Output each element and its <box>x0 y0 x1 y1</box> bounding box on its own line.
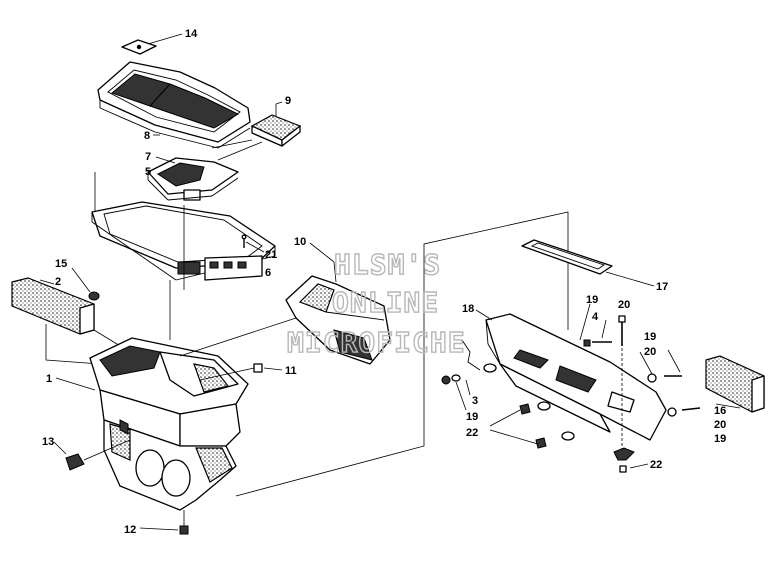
callout-15: 15 <box>55 258 67 270</box>
callout-3: 3 <box>472 395 478 407</box>
callout-17: 17 <box>656 281 668 293</box>
callout-19-a: 19 <box>586 294 598 306</box>
callout-20-c: 20 <box>714 419 726 431</box>
callout-5: 5 <box>145 166 151 178</box>
part-16-filter <box>705 355 765 413</box>
callout-21: 21 <box>265 249 277 261</box>
callout-7: 7 <box>145 151 151 163</box>
callout-6: 6 <box>265 267 271 279</box>
part-5-base-plate <box>91 172 276 281</box>
part-3-wire <box>461 339 497 396</box>
callout-11: 11 <box>285 365 297 377</box>
part-13-clamp <box>53 439 131 471</box>
part-12-plug <box>139 510 189 535</box>
callout-18: 18 <box>462 303 474 315</box>
callout-4: 4 <box>592 311 599 323</box>
callout-19-b: 19 <box>644 331 656 343</box>
part-10-duct <box>285 242 391 365</box>
part-22-nut <box>613 447 649 473</box>
hardware-right-lower <box>639 349 701 417</box>
callout-19-d: 19 <box>714 433 726 445</box>
part-1-airbox <box>55 337 249 511</box>
callout-22-a: 22 <box>466 427 478 439</box>
callout-20-b: 20 <box>644 346 656 358</box>
callout-16: 16 <box>714 405 726 417</box>
part-15-grommet <box>71 267 100 301</box>
callout-9: 9 <box>285 95 291 107</box>
callout-22-b: 22 <box>650 459 662 471</box>
part-17-gasket <box>521 239 655 287</box>
hardware-right-upper <box>579 303 626 450</box>
part-9-filter <box>250 101 302 147</box>
part-8-cover <box>97 61 251 149</box>
hardware-left <box>441 374 575 449</box>
watermark-line-1: HLSM'S <box>334 248 441 281</box>
callout-8: 8 <box>144 130 150 142</box>
part-14-plate <box>121 33 183 55</box>
watermark-line-2: ONLINE <box>332 286 439 319</box>
callout-1: 1 <box>46 373 52 385</box>
callout-10: 10 <box>294 236 306 248</box>
callout-14: 14 <box>185 28 198 40</box>
part-7-intake <box>147 156 239 201</box>
part-18-silencer <box>475 309 667 441</box>
callout-2: 2 <box>55 276 61 288</box>
callouts: 14 9 8 7 5 10 21 6 15 2 1 11 13 12 18 17… <box>42 28 726 536</box>
callout-12: 12 <box>124 524 136 536</box>
callout-13: 13 <box>42 436 54 448</box>
part-11-fastener <box>199 363 283 381</box>
watermark-line-3: MICROFICHE <box>287 326 466 359</box>
part-2-filter-element <box>11 277 131 365</box>
part-21-screw <box>241 234 265 253</box>
callout-20-a: 20 <box>618 299 630 311</box>
watermark: HLSM'S ONLINE MICROFICHE <box>286 247 466 359</box>
callout-19-c: 19 <box>466 411 478 423</box>
